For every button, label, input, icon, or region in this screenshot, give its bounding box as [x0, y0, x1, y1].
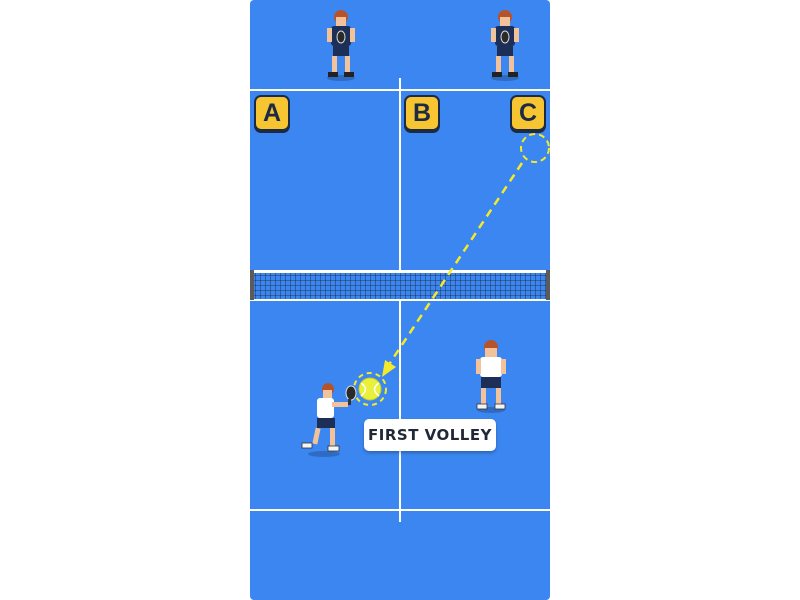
- net-baseline: [250, 299, 550, 301]
- partner-player: [476, 340, 506, 413]
- opponent-right-player: [491, 10, 519, 81]
- ball-origin-marker: [520, 133, 550, 163]
- opponent-left-player: [327, 10, 355, 81]
- zone-a-label: A: [254, 95, 290, 131]
- zone-b-label: B: [404, 95, 440, 131]
- first-volley-callout: FIRST VOLLEY: [364, 419, 496, 451]
- tennis-court: [250, 0, 550, 600]
- zone-c-label: C: [510, 95, 546, 131]
- volleying-player: [301, 383, 357, 457]
- trajectory-arrowhead: [382, 360, 396, 377]
- trajectory-arrow: [386, 162, 524, 367]
